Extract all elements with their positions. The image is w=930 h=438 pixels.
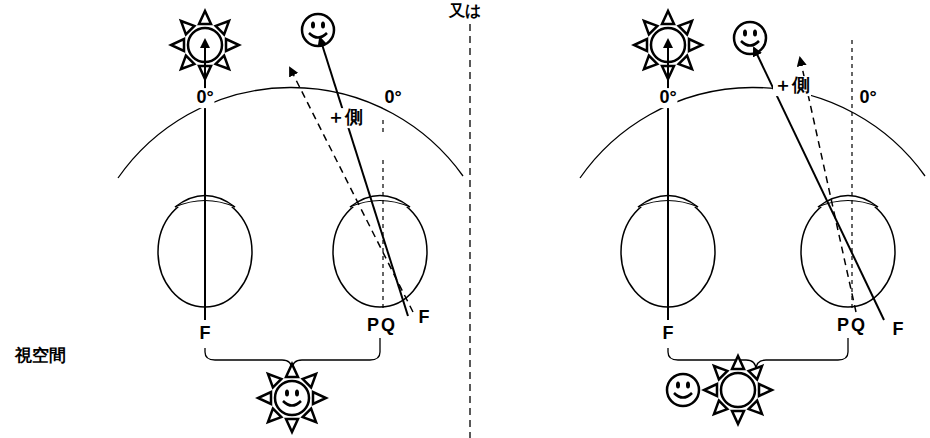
point-label: P: [836, 316, 850, 336]
point-label: P: [366, 316, 380, 336]
point-label: F: [199, 324, 212, 344]
side-label: ＋側: [773, 76, 811, 96]
angle-label: 0°: [858, 88, 877, 108]
point-label: Q: [380, 316, 396, 336]
alternative-label: 又は: [448, 2, 482, 20]
point-label: F: [418, 308, 431, 328]
space-label: 視空間: [14, 347, 67, 366]
point-label: F: [892, 320, 905, 340]
angle-label: 0°: [195, 88, 214, 108]
side-label: ＋側: [326, 108, 364, 128]
angle-label: 0°: [658, 88, 677, 108]
point-label: Q: [850, 316, 866, 336]
point-label: F: [662, 324, 675, 344]
angle-label: 0°: [383, 88, 402, 108]
